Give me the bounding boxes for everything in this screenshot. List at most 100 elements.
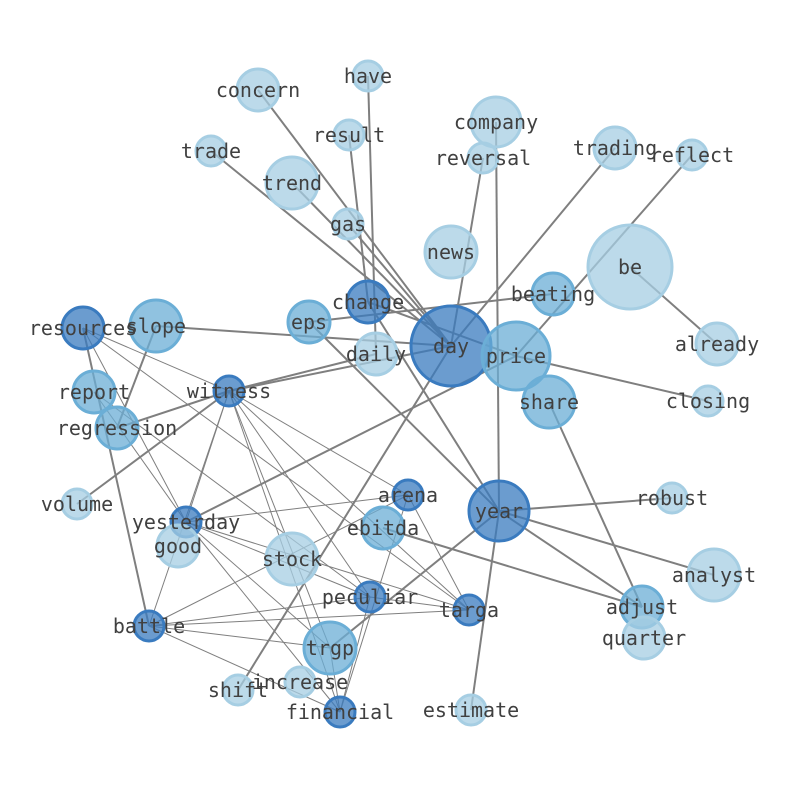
node-label-day: day — [433, 334, 469, 358]
node-ebitda — [360, 505, 406, 551]
node-financial — [323, 695, 357, 729]
node-label-reversal: reversal — [435, 146, 531, 170]
node-label-closing: closing — [666, 389, 750, 413]
node-shift — [221, 673, 255, 707]
node-label-arena: arena — [378, 483, 438, 507]
edge-resources-witness — [82, 327, 230, 392]
node-be — [586, 223, 674, 311]
node-peculiar — [353, 580, 387, 614]
edge-resources-targa — [82, 327, 470, 611]
node-result — [332, 118, 366, 152]
edge-ebitda-adjust — [382, 527, 643, 608]
node-stock — [264, 531, 320, 587]
edge-arena-targa — [407, 494, 470, 611]
node-label-volume: volume — [41, 492, 113, 516]
node-label-estimate: estimate — [423, 698, 519, 722]
node-good — [155, 523, 201, 569]
node-arena — [391, 478, 425, 512]
node-have — [351, 59, 385, 93]
node-label-be: be — [618, 255, 642, 279]
node-label-quarter: quarter — [602, 626, 686, 650]
edge-witness-daily — [228, 353, 377, 392]
node-layer — [60, 59, 742, 729]
node-label-trade: trade — [181, 139, 241, 163]
node-trading — [592, 125, 638, 171]
node-witness — [212, 374, 246, 408]
node-label-witness: witness — [187, 379, 271, 403]
node-label-result: result — [313, 123, 385, 147]
edge-year-eps — [308, 321, 500, 512]
node-change — [345, 279, 391, 325]
node-label-regression: regression — [57, 416, 177, 440]
node-regression — [94, 405, 140, 451]
node-volume — [60, 487, 94, 521]
node-slope — [128, 298, 184, 354]
node-label-trgp: trgp — [306, 636, 354, 660]
edge-year-company — [495, 121, 500, 512]
node-label-battle: battle — [113, 614, 185, 638]
node-label-year: year — [475, 499, 523, 523]
node-label-change: change — [332, 290, 404, 314]
node-already — [694, 321, 740, 367]
edge-year-analyst — [498, 510, 715, 576]
edge-yesterday-trgp — [185, 521, 331, 649]
node-trade — [194, 134, 228, 168]
edge-volume-witness — [76, 390, 230, 505]
node-label-concern: concern — [216, 78, 300, 102]
edge-share-adjust — [548, 401, 643, 608]
node-increase — [283, 665, 317, 699]
node-trgp — [302, 620, 358, 676]
node-label-resources: resources — [29, 316, 137, 340]
node-label-targa: targa — [439, 598, 499, 622]
edge-day-trade — [210, 150, 452, 347]
node-label-peculiar: peculiar — [322, 585, 418, 609]
node-label-company: company — [454, 110, 538, 134]
node-concern — [235, 67, 281, 113]
edge-battle-trgp — [148, 625, 331, 649]
node-label-gas: gas — [330, 212, 366, 236]
node-estimate — [454, 693, 488, 727]
node-label-adjust: adjust — [606, 595, 678, 619]
node-label-already: already — [675, 332, 759, 356]
edge-day-trading — [450, 147, 616, 347]
node-beating — [530, 271, 576, 317]
node-company — [469, 95, 523, 149]
node-label-reflect: reflect — [650, 143, 734, 167]
node-closing — [691, 384, 725, 418]
node-resources — [60, 305, 106, 351]
edge-peculiar-targa — [369, 596, 470, 611]
edge-witness-targa — [228, 390, 470, 611]
node-gas — [331, 207, 365, 241]
edge-day-shift — [237, 345, 452, 691]
node-label-news: news — [427, 240, 475, 264]
node-label-good: good — [154, 534, 202, 558]
node-label-slope: slope — [126, 314, 186, 338]
edge-peculiar-battle — [148, 596, 371, 627]
node-analyst — [686, 547, 742, 603]
node-label-beating: beating — [511, 282, 595, 306]
node-news — [423, 224, 479, 280]
node-trend — [264, 155, 320, 211]
node-label-trading: trading — [573, 136, 657, 160]
node-targa — [452, 593, 486, 627]
node-share — [521, 374, 577, 430]
node-label-daily: daily — [346, 342, 406, 366]
node-robust — [655, 481, 689, 515]
node-label-increase: increase — [252, 670, 348, 694]
node-label-share: share — [519, 390, 579, 414]
node-label-financial: financial — [286, 700, 394, 724]
node-report — [71, 369, 117, 415]
node-label-have: have — [344, 64, 392, 88]
node-quarter — [621, 615, 667, 661]
node-reflect — [675, 138, 709, 172]
edge-beating-eps — [308, 293, 554, 323]
node-battle — [132, 609, 166, 643]
node-label-analyst: analyst — [672, 563, 756, 587]
node-reversal — [466, 141, 500, 175]
edge-yesterday-arena — [185, 494, 409, 523]
node-label-price: price — [486, 344, 546, 368]
edge-witness-peculiar — [228, 390, 371, 598]
edge-witness-arena — [228, 390, 409, 496]
